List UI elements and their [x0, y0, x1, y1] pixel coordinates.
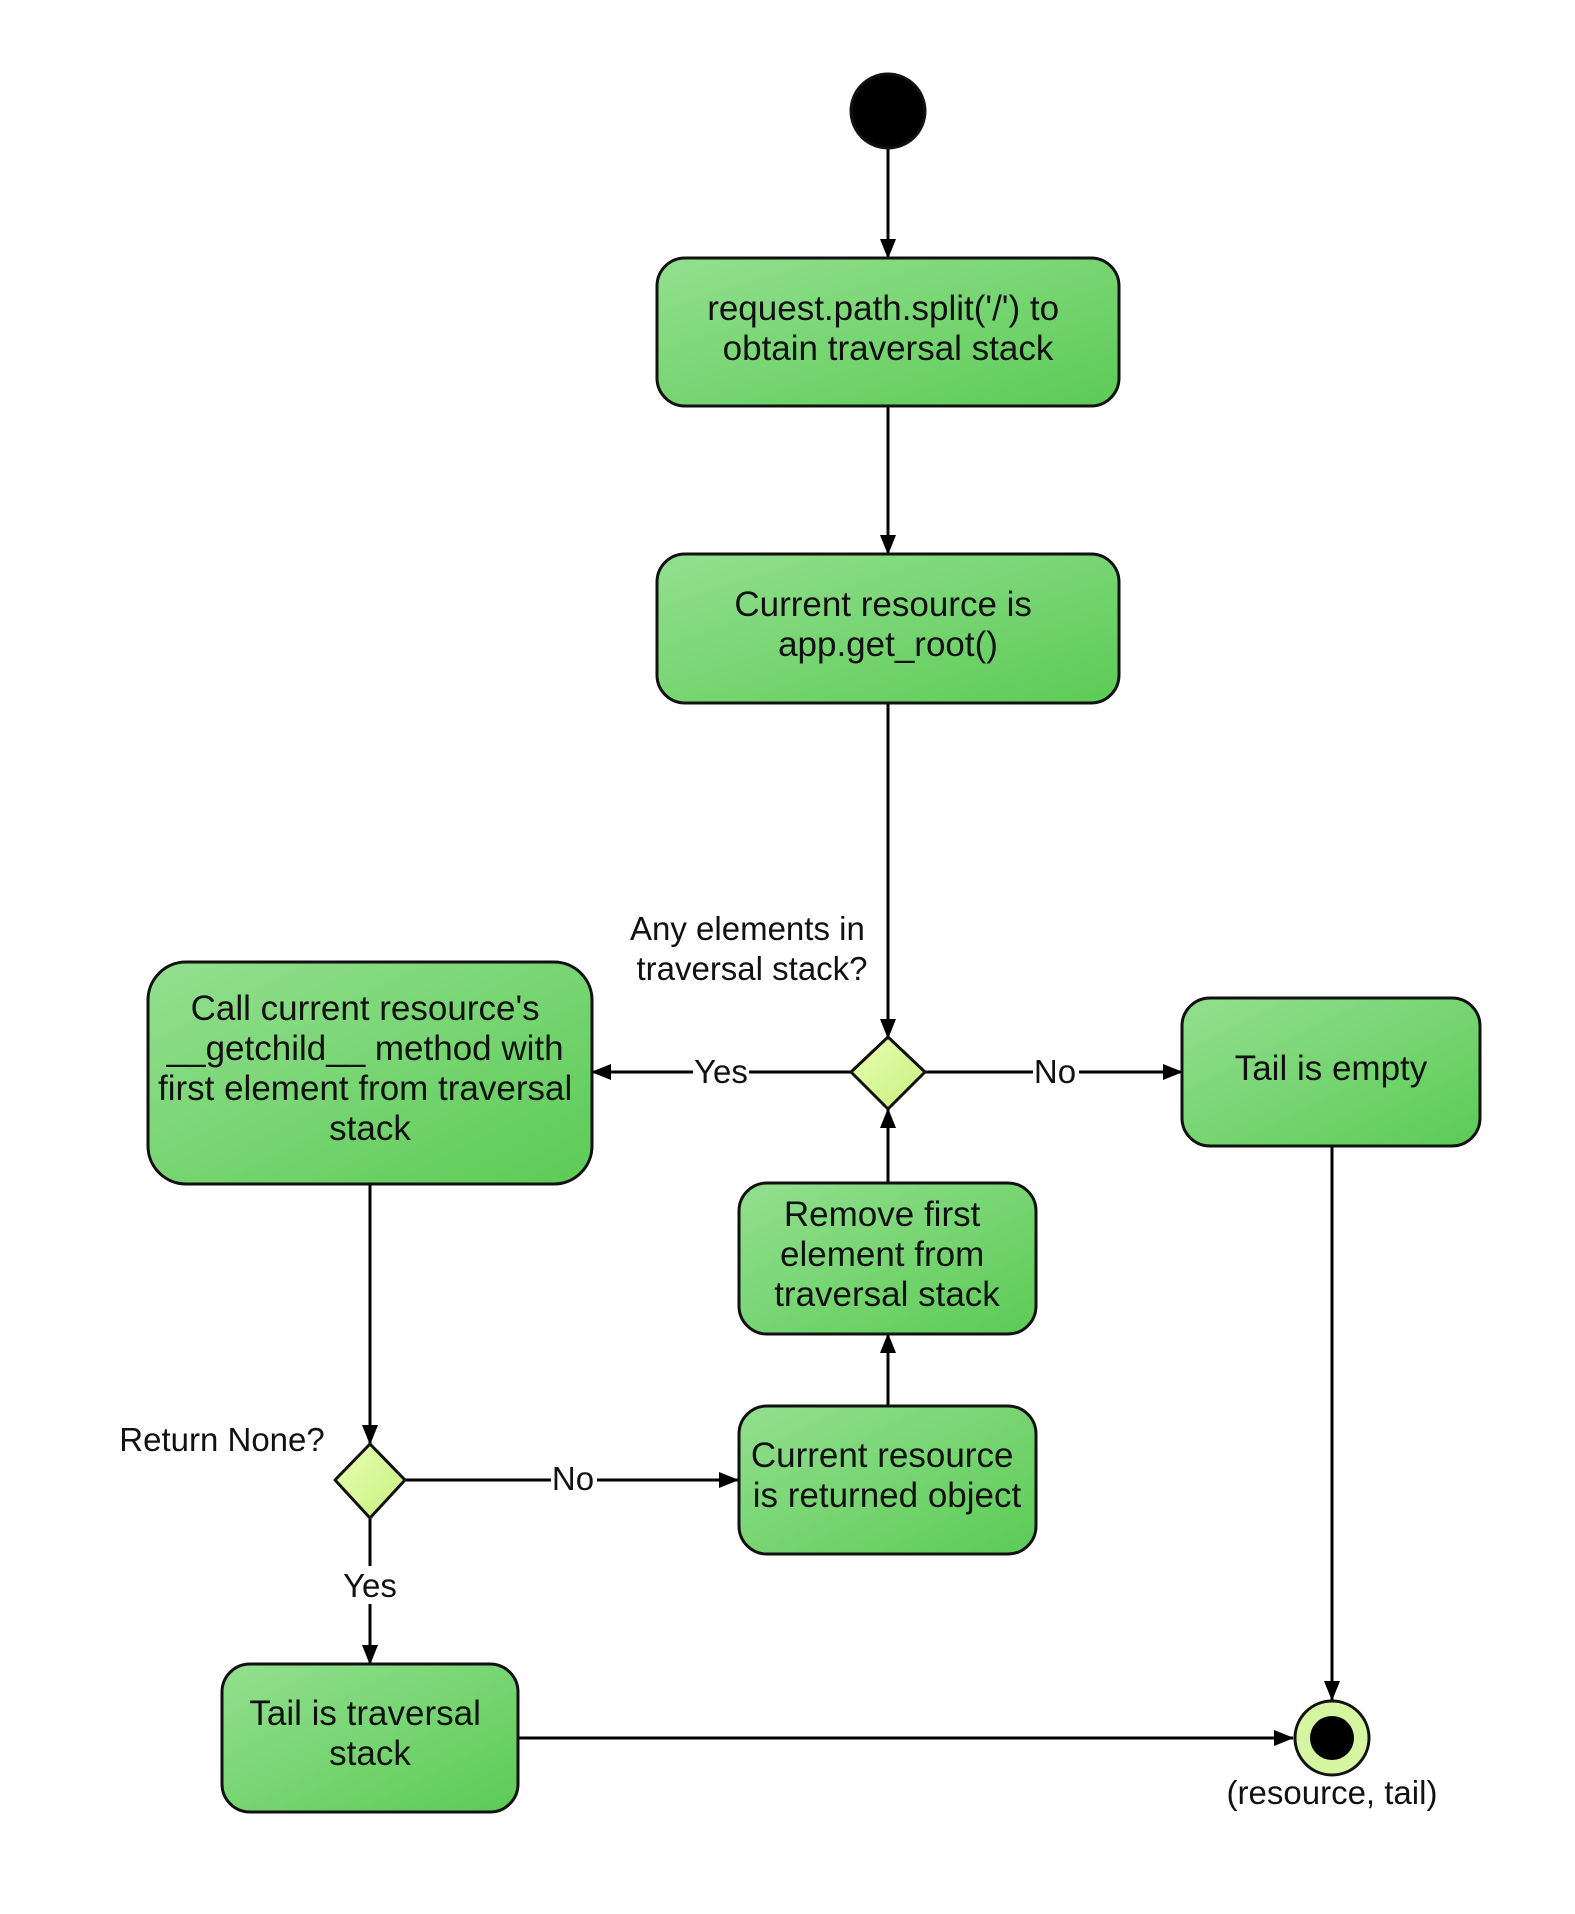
start-node	[849, 72, 927, 150]
action-tail-stack-line-2: stack	[329, 1734, 411, 1773]
edge-labels: Yes No No Yes	[340, 1052, 1079, 1604]
action-remove-first-line-2: element from	[780, 1235, 984, 1274]
svg-text:request.path.split('/') to: request.path.split('/') to obtain traver…	[707, 289, 1069, 368]
label-any-yes: Yes	[694, 1053, 748, 1090]
action-tail-stack: Tail is traversal stack	[220, 1662, 520, 1814]
action-getchild-line-1: Call current resource's	[191, 989, 540, 1028]
action-getchild: Call current resource's __getchild__ met…	[146, 960, 594, 1186]
action-remove-first-line-1: Remove first	[784, 1195, 981, 1234]
decision-return-none: Return None?	[119, 1421, 407, 1520]
svg-text:Tail is traversal stack: Tail is traversal stack	[249, 1694, 490, 1773]
decision-return-none-question-1: Return None?	[119, 1421, 324, 1458]
action-returned-object: Current resource is returned object	[737, 1404, 1038, 1556]
svg-text:Current resource is retu: Current resource is returned object	[751, 1436, 1023, 1515]
svg-text:Current resource is app.: Current resource is app.get_root()	[734, 585, 1041, 664]
end-node: (resource, tail)	[1227, 1699, 1438, 1811]
action-returned-object-line-2: is returned object	[753, 1476, 1022, 1515]
action-tail-stack-line-1: Tail is traversal	[249, 1694, 480, 1733]
svg-text:Any elements in traversa: Any elements in traversal stack?	[630, 910, 874, 987]
action-root-line-2: app.get_root()	[778, 625, 998, 664]
action-split-line-2: obtain traversal stack	[723, 329, 1054, 368]
action-tail-empty: Tail is empty	[1180, 996, 1482, 1148]
action-split-line-1: request.path.split('/') to	[707, 289, 1059, 328]
label-any-no: No	[1034, 1053, 1076, 1090]
action-getchild-line-2: __getchild__ method with	[166, 1029, 564, 1068]
svg-text:Return None?: Return None?	[119, 1421, 324, 1458]
action-remove-first-line-3: traversal stack	[774, 1275, 1000, 1314]
action-returned-object-line-1: Current resource	[751, 1436, 1014, 1475]
label-none-yes: Yes	[343, 1567, 397, 1604]
action-remove-first: Remove first element from traversal stac…	[737, 1181, 1038, 1336]
action-split: request.path.split('/') to obtain traver…	[655, 256, 1121, 408]
action-getchild-line-3: first element from traversal	[158, 1069, 572, 1108]
label-none-no: No	[552, 1460, 594, 1497]
action-getchild-line-4: stack	[329, 1109, 411, 1148]
svg-text:Call current resource's: Call current resource's __getchild__ met…	[158, 989, 582, 1148]
action-tail-empty-line-1: Tail is empty	[1235, 1049, 1428, 1088]
decision-any-elements: Any elements in traversal stack?	[630, 910, 927, 1111]
svg-text:Tail is empty: Tail is empty	[1235, 1049, 1428, 1088]
svg-text:Remove first element fro: Remove first element from traversal stac…	[774, 1195, 1000, 1314]
action-root-line-1: Current resource is	[734, 585, 1032, 624]
decision-any-elements-question-1: Any elements in	[630, 910, 865, 947]
action-root: Current resource is app.get_root()	[655, 552, 1121, 705]
decision-any-elements-question-2: traversal stack?	[636, 950, 867, 987]
end-node-label: (resource, tail)	[1227, 1774, 1438, 1811]
